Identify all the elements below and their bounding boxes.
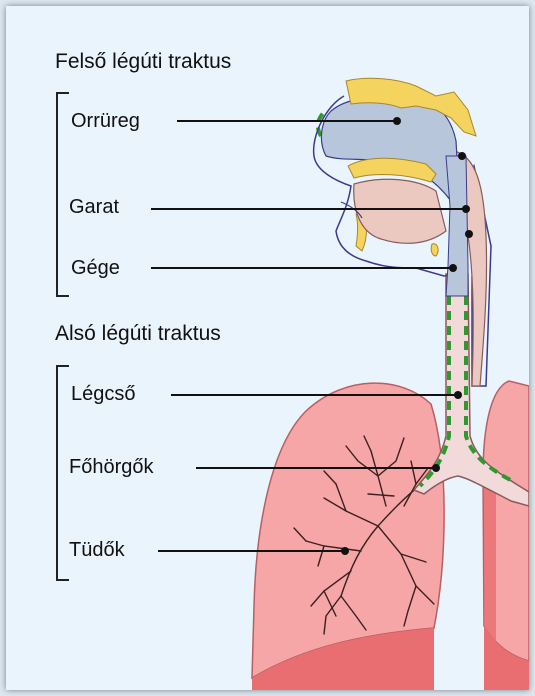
label-larynx: Gége (71, 257, 120, 280)
upper-tract-bracket (57, 93, 69, 296)
pharynx-airway (446, 156, 468, 296)
label-nasal-cavity: Orrüreg (71, 110, 140, 133)
label-main-bronchi: Főhörgők (69, 456, 154, 479)
respiratory-system-illustration (6, 6, 529, 690)
label-lungs: Tüdők (69, 539, 125, 562)
upper-tract-heading: Felső légúti traktus (55, 50, 231, 74)
lower-tract-heading: Alsó légúti traktus (55, 322, 221, 346)
diagram-frame: Felső légúti traktus Orrüreg Garat Gége … (6, 6, 529, 690)
epiglottis (431, 244, 438, 256)
lower-tract-bracket (57, 366, 69, 580)
right-lung-medial-shade (484, 476, 496, 646)
label-pharynx: Garat (69, 196, 119, 219)
tongue (354, 179, 446, 243)
label-trachea: Légcső (71, 383, 136, 406)
